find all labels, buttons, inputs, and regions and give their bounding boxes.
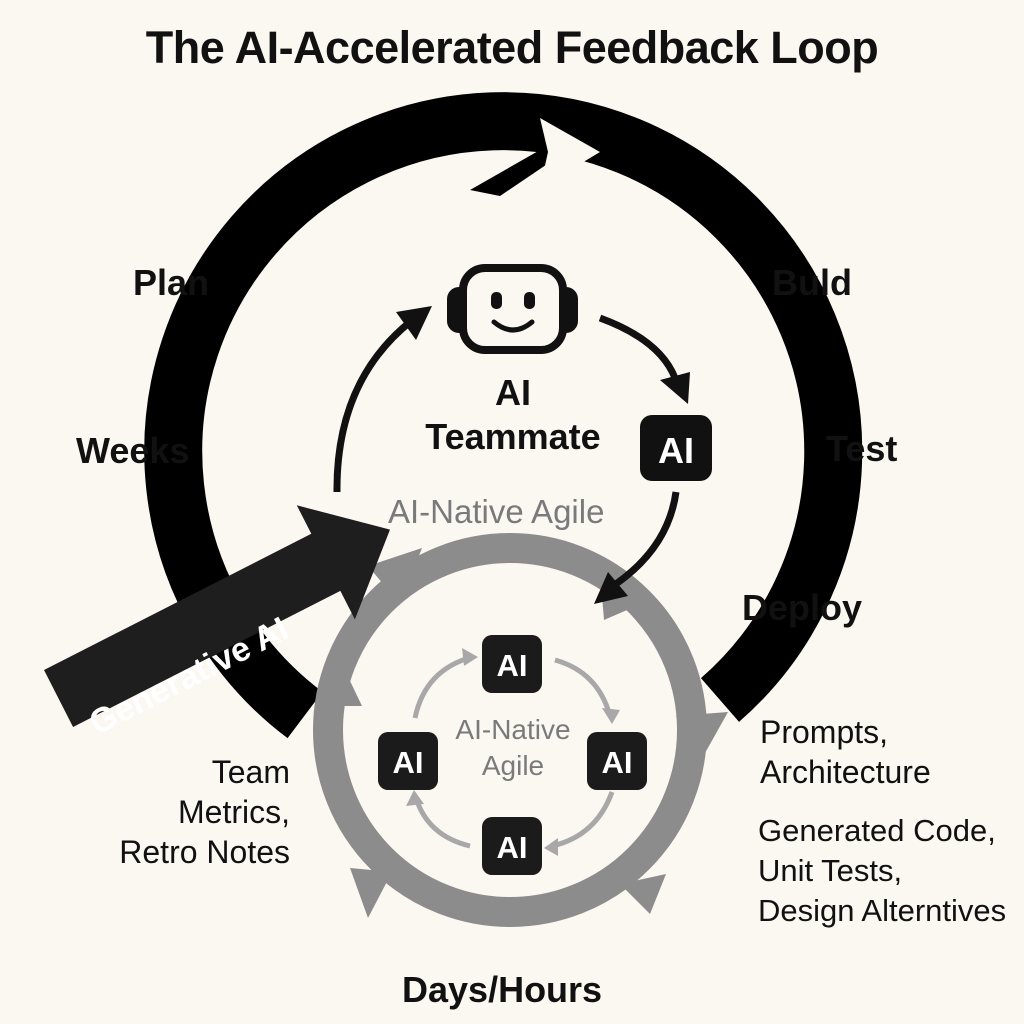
right-note-line: Prompts, [760, 714, 889, 750]
stage-test: Test [826, 428, 898, 469]
inner-center-label-line2: Agile [481, 750, 545, 781]
inner-arrowhead-top-left [368, 548, 422, 604]
outer-loop-arrowhead [460, 104, 568, 196]
teammate-label-line1: AI [495, 372, 531, 413]
left-note-line: Retro Notes [119, 834, 290, 870]
svg-text:AI: AI [497, 830, 528, 865]
left-note-line: Team [211, 754, 290, 790]
svg-text:AI: AI [497, 648, 528, 683]
ai-badge-icon-top: AI [482, 635, 542, 693]
inner-arrowhead-right [676, 712, 728, 762]
right-note-line: Unit Tests, [758, 853, 903, 888]
outer-loop [144, 92, 863, 739]
small-loop [412, 654, 615, 849]
right-note-line: Architecture [760, 754, 931, 790]
left-note: Team Metrics, Retro Notes [100, 752, 290, 872]
ai-badge-icon-right: AI [587, 732, 647, 790]
outer-timescale: Weeks [76, 430, 190, 471]
agile-label: AI-Native Agile [388, 493, 605, 530]
stage-build: Buld [772, 262, 852, 303]
right-note-line: Generated Code, [758, 813, 996, 848]
inner-arrowhead-bottom-right [620, 874, 666, 914]
right-note-prompts: Prompts, Architecture [760, 712, 931, 792]
page-title: The AI-Accelerated Feedback Loop [145, 22, 879, 73]
inner-timescale: Days/Hours [402, 969, 603, 1010]
ai-badge-icon-teammate: AI [640, 415, 712, 481]
inner-arrowhead-left [318, 660, 362, 706]
ai-badge-icon-left: AI [378, 732, 438, 790]
right-note-generated: Generated Code, Unit Tests, Design Alter… [758, 811, 1006, 931]
svg-text:AI: AI [393, 745, 424, 780]
right-note-line: Design Alterntives [758, 893, 1007, 928]
teammate-arrows [333, 314, 680, 591]
svg-text:AI: AI [658, 430, 694, 471]
teammate-label-line2: Teammate [425, 416, 601, 457]
stage-plan: Plan [133, 262, 210, 303]
svg-text:AI: AI [602, 745, 633, 780]
stage-deploy: Deploy [742, 587, 863, 628]
inner-arrowhead-bottom-left [350, 868, 392, 918]
generative-ai-arrow [44, 505, 390, 728]
robot-face-icon [447, 264, 578, 354]
left-note-line: Metrics, [178, 794, 290, 830]
inner-center-label-line1: AI-Native [455, 714, 571, 745]
ai-badge-icon-bottom: AI [482, 817, 542, 875]
